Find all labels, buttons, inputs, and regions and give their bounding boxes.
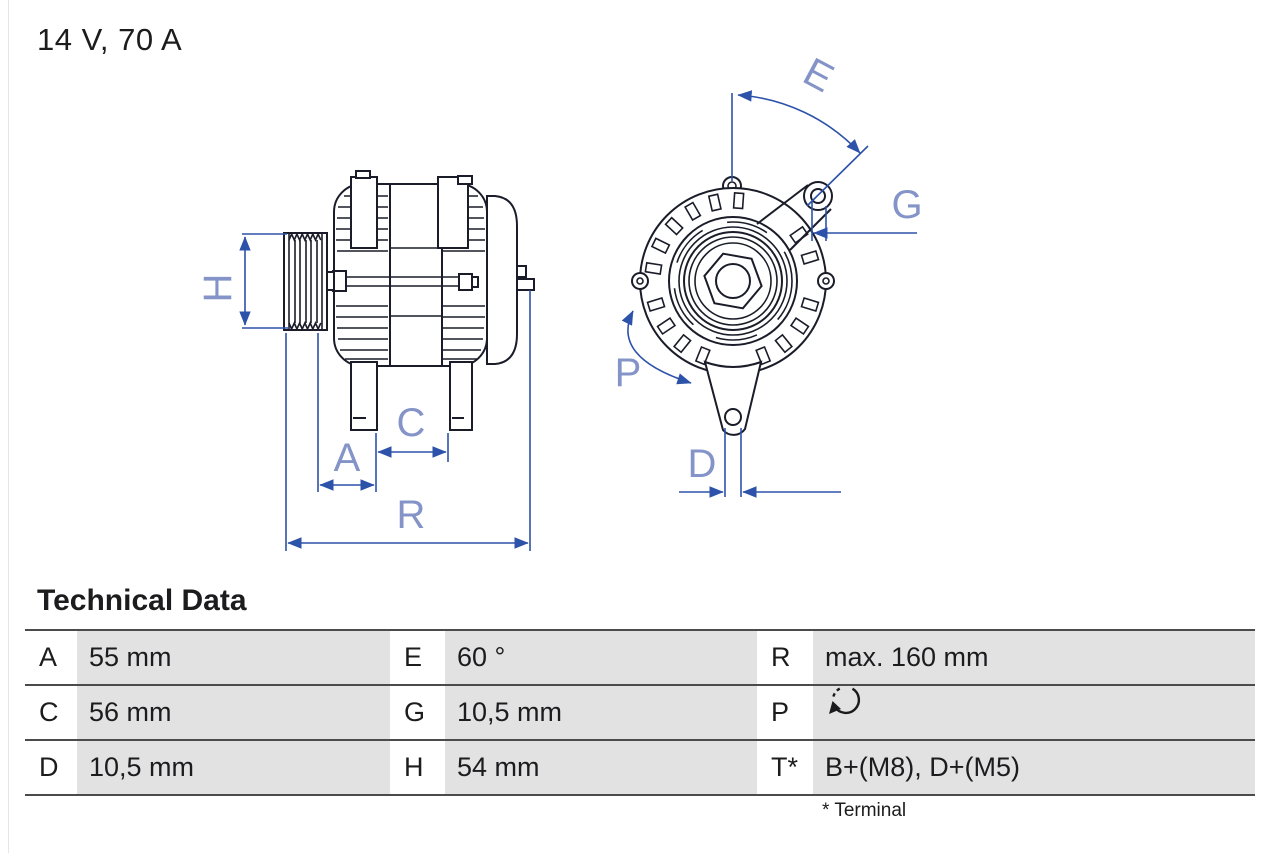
page-title: 14 V, 70 A [37,22,183,57]
technical-data-heading: Technical Data [37,584,247,617]
page-edge-divider [8,0,9,853]
spec-value-d: 10,5 mm [77,741,390,796]
side-view-drawing [283,170,535,431]
spec-value-p [813,686,1255,741]
spec-key-d: D [25,741,77,796]
front-view-dimensions: E G P D [615,50,923,498]
front-view-drawing [631,176,835,436]
dim-label-c: C [397,401,426,445]
spec-value-e: 60 ° [445,631,757,686]
spec-key-g: G [390,686,445,741]
terminal-footnote: * Terminal [822,800,907,821]
spec-key-h: H [390,741,445,796]
spec-key-p: P [757,686,813,741]
spec-value-h: 54 mm [445,741,757,796]
spec-key-a: A [25,631,77,686]
spec-key-c: C [25,686,77,741]
spec-key-e: E [390,631,445,686]
alternator-technical-drawing: H A C R [196,50,923,551]
dim-label-e: E [796,50,840,101]
dim-label-d: D [688,442,717,486]
spec-key-r: R [757,631,813,686]
dim-label-a: A [334,436,361,480]
spec-value-a: 55 mm [77,631,390,686]
dim-label-r: R [397,493,426,537]
dim-label-p: P [615,351,642,395]
dim-label-g: G [891,183,922,227]
side-view-dimensions: H A C R [196,233,531,551]
spec-key-t: T* [757,741,813,796]
spec-value-t: B+(M8), D+(M5) [813,741,1255,796]
spec-value-c: 56 mm [77,686,390,741]
spec-value-r: max. 160 mm [813,631,1255,686]
rotation-direction-icon [825,681,865,741]
spec-value-g: 10,5 mm [445,686,757,741]
technical-data-table: A 55 mm E 60 ° R max. 160 mm C 56 mm G 1… [25,629,1255,796]
dim-label-h: H [196,274,240,303]
